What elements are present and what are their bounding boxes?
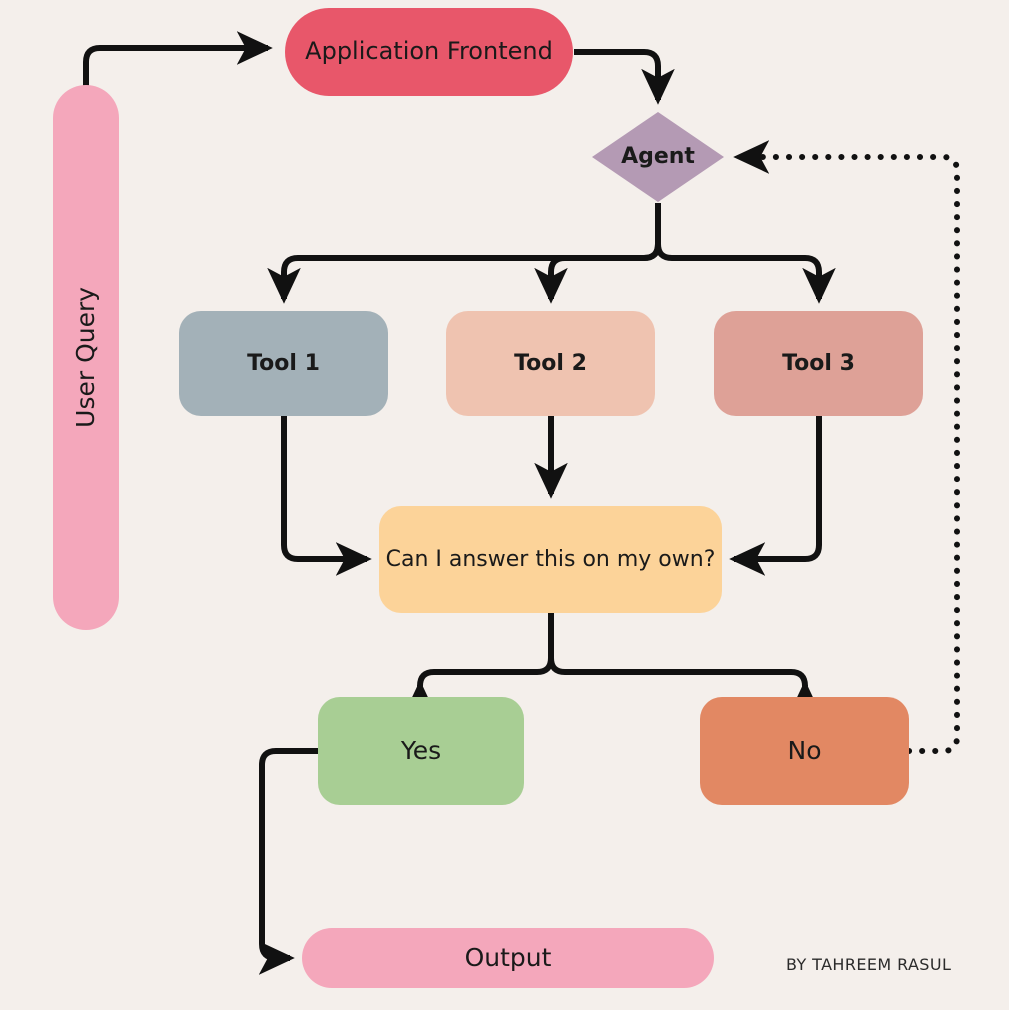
node-output-label: Output bbox=[464, 942, 552, 972]
edge-decision-to-yes bbox=[403, 613, 554, 717]
node-tool-1[interactable]: Tool 1 bbox=[179, 311, 388, 416]
node-tool-2-label: Tool 2 bbox=[514, 350, 587, 376]
attribution-credit: BY TAHREEM RASUL bbox=[786, 955, 952, 974]
node-user-query-label: User Query bbox=[70, 287, 100, 428]
node-output[interactable]: Output bbox=[302, 928, 714, 988]
edge-agent-to-tool3 bbox=[655, 203, 836, 304]
node-no[interactable]: No bbox=[700, 697, 909, 805]
node-yes[interactable]: Yes bbox=[318, 697, 524, 805]
node-agent[interactable]: Agent bbox=[592, 112, 724, 202]
node-tool-3-label: Tool 3 bbox=[782, 350, 855, 376]
node-decision-label: Can I answer this on my own? bbox=[385, 546, 716, 572]
edge-agent-to-tool1 bbox=[267, 203, 661, 304]
edge-no-to-agent-feedback bbox=[733, 140, 960, 754]
node-decision-can-i-answer[interactable]: Can I answer this on my own? bbox=[379, 506, 722, 613]
edge-agent-to-tool2 bbox=[534, 203, 661, 304]
node-tool-2[interactable]: Tool 2 bbox=[446, 311, 655, 416]
node-no-label: No bbox=[787, 735, 822, 765]
edge-decision-to-no bbox=[548, 613, 822, 717]
edge-tool1-to-decision bbox=[281, 416, 372, 576]
edge-app-frontend-to-agent bbox=[574, 49, 675, 105]
edge-user-query-to-app-frontend bbox=[83, 31, 273, 86]
node-yes-label: Yes bbox=[400, 735, 442, 765]
edge-tool3-to-decision bbox=[729, 416, 822, 576]
node-tool-3[interactable]: Tool 3 bbox=[714, 311, 923, 416]
node-agent-label: Agent bbox=[621, 144, 695, 170]
node-application-frontend-label: Application Frontend bbox=[305, 37, 553, 66]
edge-yes-to-output bbox=[258, 748, 318, 975]
node-tool-1-label: Tool 1 bbox=[247, 350, 320, 376]
node-user-query[interactable]: User Query bbox=[53, 85, 119, 630]
node-application-frontend[interactable]: Application Frontend bbox=[285, 8, 573, 96]
